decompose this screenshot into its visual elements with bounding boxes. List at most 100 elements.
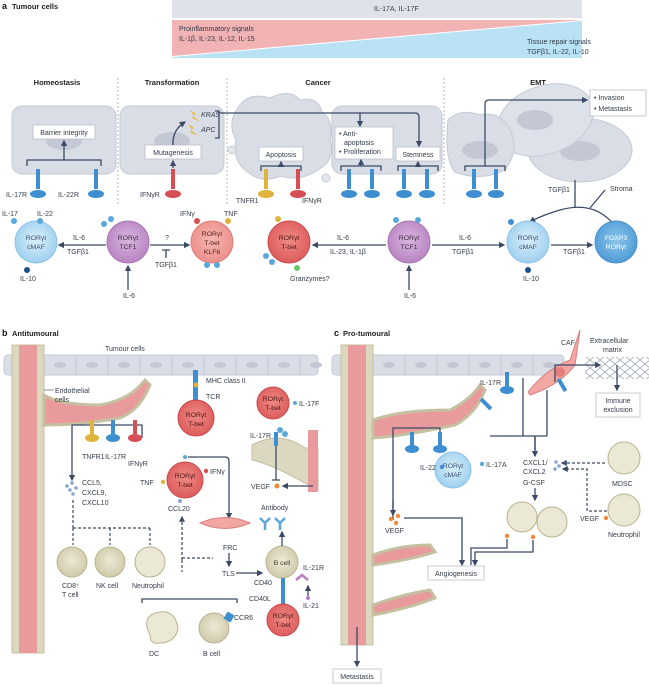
proinflammatory-list: IL-1β, IL-23, IL-12, IL-15 <box>179 36 255 43</box>
immune-exclusion-box <box>595 392 641 418</box>
anti-apoptosis-label2: apoptosis <box>344 140 374 147</box>
cell-row: RORγt cMAF RORγt TCF1 RORγt T-bet KLF6 R… <box>14 220 638 264</box>
blood-vessel <box>19 345 37 653</box>
stage-cancer: Cancer <box>305 78 331 87</box>
svg-text:FOXP3: FOXP3 <box>605 235 628 242</box>
svg-text:CXCL9,: CXCL9, <box>82 490 107 497</box>
vessel-receptors <box>85 420 142 442</box>
svg-text:cMAF: cMAF <box>519 244 537 251</box>
blood-vessel <box>348 345 366 645</box>
mutagenesis-label: Mutagenesis <box>153 150 193 157</box>
stage-emt: EMT <box>530 78 546 87</box>
tgfb-top-label: TGFβ1 <box>548 187 570 194</box>
svg-text:TNF: TNF <box>140 480 154 487</box>
svg-text:CXCL10: CXCL10 <box>82 500 109 507</box>
tumour-cells-label: Tumour cells <box>105 346 145 353</box>
svg-text:TCF1: TCF1 <box>120 244 137 251</box>
metastasis-label: • Metastasis <box>594 106 632 113</box>
b-cell-2 <box>198 612 230 644</box>
antibody-icon <box>259 517 286 530</box>
bleb <box>321 173 331 183</box>
svg-text:cMAF: cMAF <box>27 244 45 251</box>
svg-text:IL-23, IL-1β: IL-23, IL-1β <box>330 249 366 256</box>
svg-text:RORγt: RORγt <box>443 463 464 470</box>
invasion-box <box>589 89 647 117</box>
tbet-cell <box>267 220 311 264</box>
proliferation-label: • Proliferation <box>339 149 381 156</box>
repair-list: TGFβ1, IL-22, IL-10 <box>527 49 589 56</box>
tumour-cell-nucleus <box>543 362 555 368</box>
neutrophil <box>134 546 166 578</box>
svg-text:IL-17R: IL-17R <box>480 380 501 387</box>
il17-label: IL-17 <box>2 211 18 218</box>
metastasis-box <box>332 668 382 684</box>
neutrophil-cell <box>607 493 641 527</box>
tumour-cell-nucleus <box>214 362 226 368</box>
tnfr1-label: TNFR1 <box>236 198 259 205</box>
stage-transformation: Transformation <box>145 78 200 87</box>
tumour-cell-nucleus <box>246 362 258 368</box>
svg-text:IL-6: IL-6 <box>404 293 416 300</box>
il17r-label: IL-17R <box>6 192 27 199</box>
svg-text:TGFβ1: TGFβ1 <box>563 249 585 256</box>
tbet-cell-il17f <box>256 386 290 420</box>
svg-text:IL-6: IL-6 <box>123 293 135 300</box>
apoptosis-label: Apoptosis <box>266 152 297 159</box>
tumour-cell-nucleus <box>310 362 322 368</box>
il17-band-label: IL-17A, IL-17F <box>374 6 419 13</box>
lightning-icon <box>190 110 200 122</box>
svg-text:T-bet: T-bet <box>281 244 297 251</box>
il10-label-2: IL-10 <box>523 276 539 283</box>
svg-text:IL-17R: IL-17R <box>250 433 271 440</box>
svg-text:IL-17R: IL-17R <box>105 454 126 461</box>
panel-b-label: b <box>2 328 8 338</box>
tissue-repair-band <box>172 21 582 58</box>
ifngr-label-2: IFNγR <box>302 198 322 205</box>
svg-text:RORγt: RORγt <box>118 235 139 242</box>
vessel-branch <box>371 588 438 617</box>
il10-label: IL-10 <box>20 276 36 283</box>
apc-label: APC <box>200 127 216 134</box>
svg-text:T-bet: T-bet <box>204 240 220 247</box>
svg-text:MDSC: MDSC <box>612 481 633 488</box>
svg-text:TLS: TLS <box>222 571 235 578</box>
svg-text:G-CSF: G-CSF <box>523 480 545 487</box>
mdsc-cell-2 <box>506 501 538 533</box>
svg-text:IFNγ: IFNγ <box>210 469 225 476</box>
svg-text:IL-21: IL-21 <box>303 603 319 610</box>
svg-text:CCR6: CCR6 <box>234 615 253 622</box>
barrier-integrity-box <box>32 124 96 140</box>
caf-cell <box>527 329 581 396</box>
nk-cell <box>94 546 126 578</box>
svg-text:CD40: CD40 <box>254 580 272 587</box>
mdsc-cell <box>607 441 641 475</box>
svg-text:TNFR1: TNFR1 <box>82 454 105 461</box>
svg-text:RORγt: RORγt <box>606 244 627 251</box>
svg-text:cMAF: cMAF <box>444 472 462 479</box>
tumour-cell-nucleus <box>479 362 491 368</box>
panel-b-title: Antitumoural <box>12 329 59 338</box>
cytokine-dots <box>11 216 531 273</box>
svg-text:B cell: B cell <box>203 651 221 658</box>
tcf1-cell <box>106 220 150 264</box>
vessel-branch <box>42 377 152 427</box>
svg-text:IL-6: IL-6 <box>73 235 85 242</box>
il22-label: IL-22 <box>37 211 53 218</box>
svg-text:T-bet: T-bet <box>275 622 291 629</box>
neutrophil-cell-2 <box>536 506 568 538</box>
invasion-label: • Invasion <box>594 95 625 102</box>
svg-text:B cell: B cell <box>274 560 291 567</box>
svg-text:TGFβ1: TGFβ1 <box>155 262 177 269</box>
svg-text:TCF1: TCF1 <box>401 244 418 251</box>
panel-a-label: a <box>2 1 8 11</box>
svg-text:TGFβ1: TGFβ1 <box>452 249 474 256</box>
ifng-label: IFNγ <box>180 211 195 218</box>
angiogenesis-box <box>427 565 485 581</box>
il17-band <box>172 0 582 18</box>
proinflammatory-title: Proinflammatory signals <box>179 26 254 33</box>
tumour-cell-nucleus <box>118 362 130 368</box>
receptors-row <box>30 169 504 198</box>
panel-b: b Antitumoural Tumour cells Endothelial … <box>2 328 324 658</box>
svg-text:DC: DC <box>149 651 159 658</box>
